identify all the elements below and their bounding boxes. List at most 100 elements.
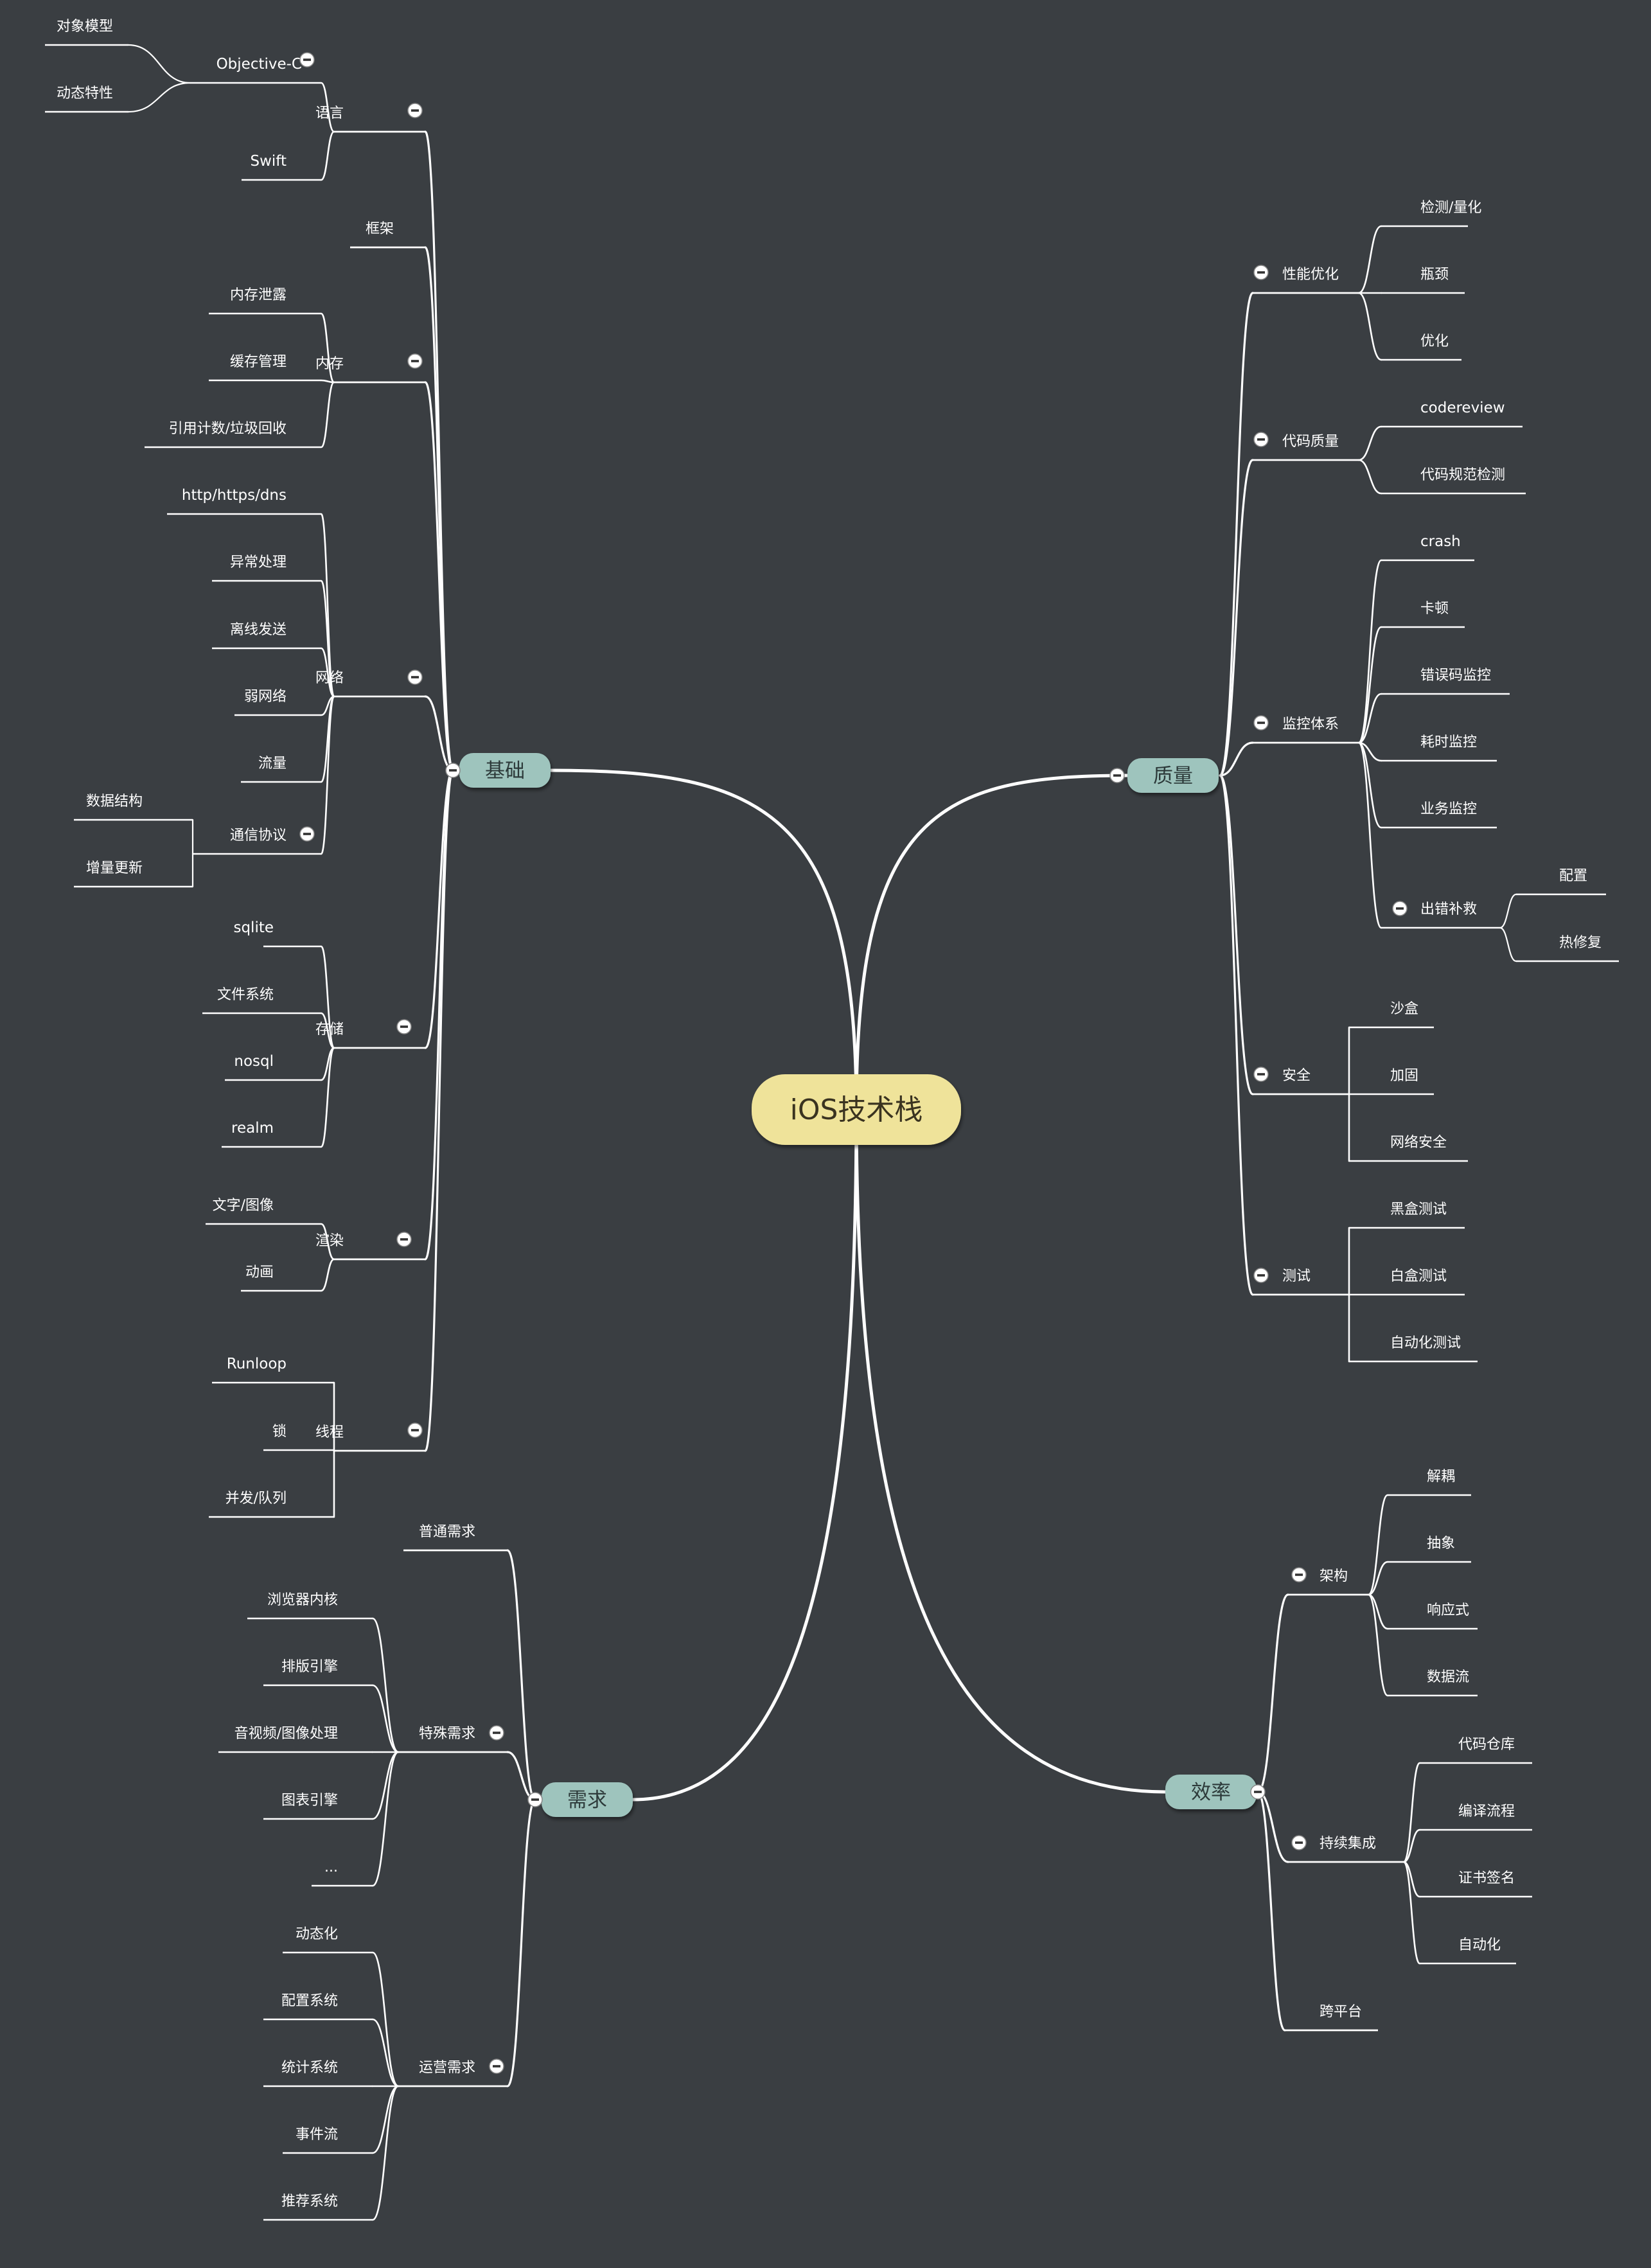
node-音视频-图像处理[interactable]: 音视频/图像处理 [234,1726,338,1742]
node-抽象[interactable]: 抽象 [1427,1536,1455,1552]
minus-circle-icon[interactable] [1291,1835,1307,1850]
node-图表引擎[interactable]: 图表引擎 [281,1793,338,1809]
minus-circle-icon[interactable] [407,353,423,369]
node-解耦[interactable]: 解耦 [1427,1469,1455,1485]
node-缓存管理[interactable]: 缓存管理 [230,354,287,370]
node-响应式[interactable]: 响应式 [1427,1602,1469,1618]
node-安全[interactable]: 安全 [1282,1068,1311,1084]
minus-circle-icon[interactable] [1291,1567,1307,1582]
node-耗时监控[interactable]: 耗时监控 [1420,734,1477,750]
minus-circle-icon[interactable] [489,2059,504,2074]
node-动态化[interactable]: 动态化 [296,1926,338,1942]
node-统计系统[interactable]: 统计系统 [281,2060,338,2076]
node-引用计数-垃圾回收[interactable]: 引用计数/垃圾回收 [169,421,287,437]
minus-circle-icon[interactable] [1253,265,1269,280]
minus-circle-icon[interactable] [1250,1784,1266,1800]
node-架构[interactable]: 架构 [1320,1568,1348,1584]
node-白盒测试[interactable]: 白盒测试 [1390,1268,1447,1284]
branch-jichu[interactable]: 基础 [459,753,551,788]
node-objective-c[interactable]: Objective-C [216,56,302,73]
minus-circle-icon[interactable] [1253,715,1269,731]
node-弱网络[interactable]: 弱网络 [244,689,287,705]
node-nosql[interactable]: nosql [234,1053,274,1070]
node-swift[interactable]: Swift [250,153,287,170]
minus-circle-icon[interactable] [1109,768,1125,783]
node-流量[interactable]: 流量 [258,756,287,772]
node-文字-图像[interactable]: 文字/图像 [213,1198,274,1214]
node-跨平台[interactable]: 跨平台 [1320,2004,1362,2020]
node-文件系统[interactable]: 文件系统 [217,987,274,1003]
node-性能优化[interactable]: 性能优化 [1282,267,1339,283]
node-动画[interactable]: 动画 [245,1264,274,1280]
node-对象模型[interactable]: 对象模型 [57,19,113,35]
branch-xiaolv[interactable]: 效率 [1165,1775,1257,1809]
minus-circle-icon[interactable] [407,1422,423,1438]
node-业务监控[interactable]: 业务监控 [1420,801,1477,817]
node-普通需求[interactable]: 普通需求 [419,1524,475,1540]
minus-circle-icon[interactable] [299,826,315,842]
node-事件流[interactable]: 事件流 [296,2127,338,2143]
node-框架[interactable]: 框架 [366,221,394,237]
minus-circle-icon[interactable] [407,103,423,118]
node-瓶颈[interactable]: 瓶颈 [1420,267,1449,283]
node-卡顿[interactable]: 卡顿 [1420,601,1449,617]
node-内存[interactable]: 内存 [315,356,344,372]
node-黑盒测试[interactable]: 黑盒测试 [1390,1201,1447,1218]
node-通信协议[interactable]: 通信协议 [230,828,287,844]
node-crash[interactable]: crash [1420,533,1461,550]
node-codereview[interactable]: codereview [1420,400,1505,416]
node-自动化[interactable]: 自动化 [1458,1937,1501,1953]
minus-circle-icon[interactable] [396,1232,412,1247]
node-线程[interactable]: 线程 [315,1424,344,1440]
node-并发-队列[interactable]: 并发/队列 [225,1491,287,1507]
node-渲染[interactable]: 渲染 [315,1233,344,1249]
branch-xuqiu[interactable]: 需求 [542,1782,633,1817]
node-浏览器内核[interactable]: 浏览器内核 [267,1592,338,1608]
node-代码规范检测[interactable]: 代码规范检测 [1420,467,1505,483]
node-自动化测试[interactable]: 自动化测试 [1390,1335,1461,1351]
node-错误码监控[interactable]: 错误码监控 [1420,668,1491,684]
node-node[interactable]: ... [324,1859,338,1875]
node-runloop[interactable]: Runloop [227,1356,287,1372]
node-证书签名[interactable]: 证书签名 [1458,1870,1515,1886]
minus-circle-icon[interactable] [1253,1067,1269,1082]
node-沙盒[interactable]: 沙盒 [1390,1001,1418,1017]
node-运营需求[interactable]: 运营需求 [419,2060,475,2076]
minus-circle-icon[interactable] [1392,901,1408,916]
minus-circle-icon[interactable] [299,52,315,67]
minus-circle-icon[interactable] [396,1019,412,1034]
node-监控体系[interactable]: 监控体系 [1282,716,1339,732]
node-出错补救[interactable]: 出错补救 [1420,901,1477,917]
node-测试[interactable]: 测试 [1282,1268,1311,1284]
node-增量更新[interactable]: 增量更新 [86,860,143,876]
node-持续集成[interactable]: 持续集成 [1320,1836,1376,1852]
node-加固[interactable]: 加固 [1390,1068,1418,1084]
root-node[interactable] [752,1074,961,1145]
node-编译流程[interactable]: 编译流程 [1458,1803,1515,1820]
node-动态特性[interactable]: 动态特性 [57,85,113,102]
minus-circle-icon[interactable] [1253,1268,1269,1283]
node-网络安全[interactable]: 网络安全 [1390,1135,1447,1151]
node-语言[interactable]: 语言 [315,105,344,121]
branch-zhiliang[interactable]: 质量 [1127,758,1219,793]
minus-circle-icon[interactable] [1253,432,1269,447]
node-推荐系统[interactable]: 推荐系统 [281,2193,338,2210]
node-代码仓库[interactable]: 代码仓库 [1458,1737,1515,1753]
node-http-https-dns[interactable]: http/https/dns [182,487,287,504]
node-数据流[interactable]: 数据流 [1427,1669,1469,1685]
node-配置[interactable]: 配置 [1559,868,1587,884]
node-特殊需求[interactable]: 特殊需求 [419,1726,475,1742]
node-网络[interactable]: 网络 [315,670,344,686]
node-检测-量化[interactable]: 检测/量化 [1420,200,1481,216]
minus-circle-icon[interactable] [527,1792,543,1807]
node-代码质量[interactable]: 代码质量 [1282,434,1339,450]
node-热修复[interactable]: 热修复 [1559,935,1602,951]
minus-circle-icon[interactable] [407,669,423,685]
node-离线发送[interactable]: 离线发送 [230,622,287,638]
node-排版引擎[interactable]: 排版引擎 [281,1659,338,1675]
minus-circle-icon[interactable] [445,763,461,778]
node-存储[interactable]: 存储 [315,1022,344,1038]
node-异常处理[interactable]: 异常处理 [230,554,287,571]
minus-circle-icon[interactable] [489,1725,504,1741]
node-realm[interactable]: realm [231,1120,274,1137]
